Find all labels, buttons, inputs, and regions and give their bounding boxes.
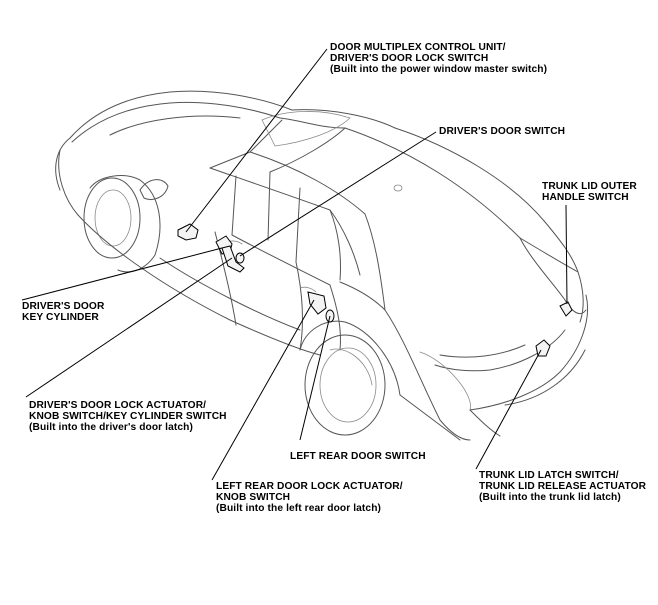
label-line: DRIVER'S DOOR LOCK ACTUATOR/ [29, 400, 207, 411]
left-rear-actuator-part [307, 291, 327, 315]
label-line: LEFT REAR DOOR SWITCH [290, 451, 426, 462]
trunk-latch-part [535, 339, 551, 357]
label-left-rear-door-lock-actuator: LEFT REAR DOOR LOCK ACTUATOR/ KNOB SWITC… [216, 481, 403, 514]
label-line: (Built into the driver's door latch) [29, 422, 193, 433]
label-line: DRIVER'S DOOR LOCK SWITCH [330, 53, 489, 64]
label-trunk-lid-latch-switch: TRUNK LID LATCH SWITCH/ TRUNK LID RELEAS… [479, 470, 646, 503]
label-drivers-door-switch: DRIVER'S DOOR SWITCH [439, 126, 565, 137]
label-line: TRUNK LID RELEASE ACTUATOR [479, 481, 647, 492]
label-trunk-lid-outer-handle-switch: TRUNK LID OUTER HANDLE SWITCH [542, 181, 637, 203]
label-line: HANDLE SWITCH [542, 192, 629, 203]
label-line: DOOR MULTIPLEX CONTROL UNIT/ [330, 42, 506, 53]
component-parts [177, 223, 573, 357]
label-line: LEFT REAR DOOR LOCK ACTUATOR/ [216, 481, 403, 492]
label-line: DRIVER'S DOOR SWITCH [439, 126, 566, 137]
label-line: KEY CYLINDER [22, 312, 99, 323]
door-lock-actuator-part [221, 245, 245, 273]
label-line: TRUNK LID LATCH SWITCH/ [479, 470, 619, 481]
car-outline [55, 90, 589, 441]
label-line: KNOB SWITCH [216, 492, 291, 503]
drivers-door-switch-part [235, 252, 245, 264]
label-line: DRIVER'S DOOR [22, 301, 105, 312]
label-door-multiplex-control-unit: DOOR MULTIPLEX CONTROL UNIT/ DRIVER'S DO… [330, 42, 547, 75]
label-drivers-door-lock-actuator: DRIVER'S DOOR LOCK ACTUATOR/ KNOB SWITCH… [29, 400, 227, 433]
trunk-handle-switch-part [559, 301, 573, 317]
label-drivers-door-key-cylinder: DRIVER'S DOOR KEY CYLINDER [22, 301, 104, 323]
label-line: KNOB SWITCH/KEY CYLINDER SWITCH [29, 411, 227, 422]
leader-lines [21, 48, 568, 481]
label-line: (Built into the power window master swit… [330, 64, 548, 75]
label-line: (Built into the left rear door latch) [216, 503, 382, 514]
label-line: TRUNK LID OUTER [542, 181, 637, 192]
label-left-rear-door-switch: LEFT REAR DOOR SWITCH [290, 451, 426, 462]
label-line: (Built into the trunk lid latch) [479, 492, 621, 503]
multiplex-unit-part [177, 223, 199, 241]
